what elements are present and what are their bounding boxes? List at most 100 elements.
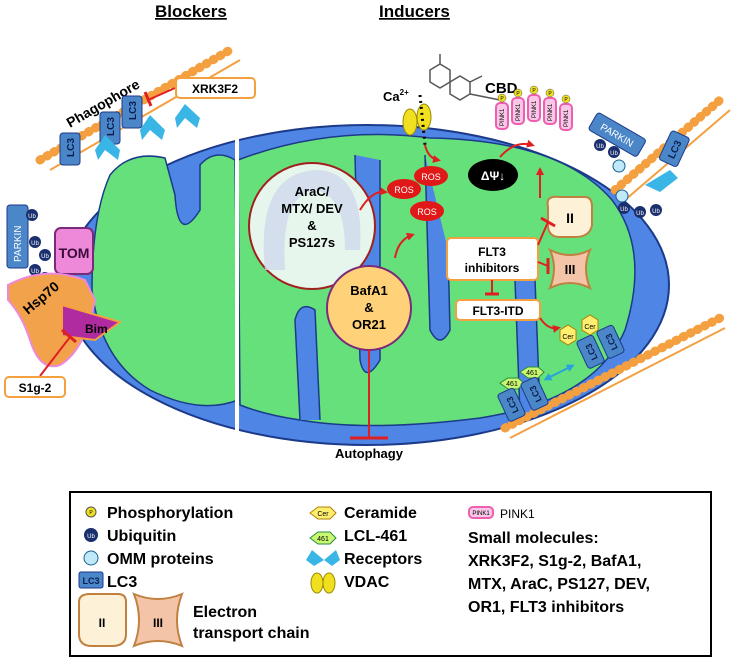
flt3-itd-arrow [539, 317, 561, 333]
bafa1-line3: OR21 [352, 317, 386, 332]
phagophore-right-bottom [500, 313, 726, 439]
ros-text: ROS [421, 172, 441, 182]
lc3-bottom [497, 387, 526, 422]
ros-text: ROS [394, 185, 414, 195]
ros-text: ROS [417, 207, 437, 217]
lc3-text: LC3 [66, 138, 77, 157]
membrane-potential [468, 159, 518, 191]
lc3-text: LC3 [128, 101, 139, 120]
legend-p-text: P [89, 510, 93, 516]
lc3-bottom [596, 324, 625, 359]
legend-vdac-icon [322, 572, 336, 594]
pink1-text: PINK1 [516, 103, 522, 121]
bafa1-line2: & [364, 300, 373, 315]
lc3-marker [121, 95, 143, 129]
etc-ii-label: II [566, 210, 574, 226]
arac-line4: PS127s [289, 235, 335, 250]
bim-label: Bim [85, 322, 108, 336]
legend-lcl461-icon [309, 531, 337, 545]
ub-text: Ub [41, 254, 49, 260]
receptor-right [645, 170, 678, 192]
legend-pink1: PINK1 [500, 507, 535, 521]
p-text: P [548, 91, 552, 97]
flt3-inhibitors-line2: inhibitors [465, 261, 520, 275]
etc-complex-ii [546, 195, 593, 238]
legend-etc-line2: transport chain [193, 625, 309, 642]
flt3-inhibition-lines [485, 216, 556, 296]
ub-text: Ub [596, 144, 604, 150]
lcl461-text: 461 [506, 381, 518, 388]
ub-text: Ub [31, 269, 39, 275]
phagophore-lc3-group: LC3 LC3 LC3 [59, 95, 143, 166]
lc3-text: LC3 [106, 117, 117, 136]
ca-to-ros-arrow [424, 144, 441, 163]
legend-etc-iii-icon [132, 592, 184, 648]
lc3-bottom [576, 334, 605, 369]
cbd-label: CBD [485, 80, 518, 97]
inducers-header: Inducers [379, 2, 450, 21]
legend-iii-text: III [153, 616, 163, 630]
parkin-left-text: PARKIN [13, 226, 24, 263]
p-text: P [516, 91, 520, 97]
arac-line1: AraC/ [295, 184, 330, 199]
ros-ellipse [410, 201, 444, 221]
lc3-bottom [520, 376, 549, 411]
cristae-left [91, 154, 239, 407]
ros-group: ROS ROS ROS [387, 166, 448, 221]
ub-text: Ub [620, 207, 628, 213]
cbd-structure-icon [429, 54, 501, 101]
flt3-inhibitors-line1: FLT3 [478, 245, 506, 259]
psi-to-pink1-arrow [499, 139, 535, 158]
ub-text: Ub [28, 214, 36, 220]
ub-text: Ub [636, 211, 644, 217]
xrk3f2-inhibition [143, 87, 176, 107]
ubiquitin-chain-right: Ub Ub Ub Ub Ub [594, 139, 662, 218]
legend-small-line1: XRK3F2, S1g-2, BafA1, [468, 553, 641, 570]
legend-pink1-icon-text: PINK1 [472, 511, 490, 517]
flt3-itd-box [455, 299, 541, 321]
bafa1-to-ros-arrow [394, 232, 415, 259]
etc-complex-iii [547, 247, 593, 291]
bim-shape [61, 303, 123, 342]
pink1-text: PINK1 [532, 100, 538, 118]
legend-ub-icon [84, 528, 98, 542]
bafa1-line1: BafA1 [350, 283, 388, 298]
legend-receptor-icon [306, 550, 340, 566]
s1g2-label: S1g-2 [19, 381, 52, 395]
ub-text: Ub [610, 151, 618, 157]
ca-label: Ca2+ [383, 88, 409, 104]
omm-proteins-right [612, 159, 629, 203]
legend-phospho-icon [85, 506, 97, 518]
legend-vdac-icon [310, 572, 324, 594]
pink1-text: PINK1 [564, 109, 570, 127]
etc-iii-label: III [565, 262, 576, 277]
flt3-itd-label: FLT3-ITD [472, 304, 523, 318]
legend-receptors: Receptors [344, 551, 422, 568]
ub-text: Ub [652, 209, 660, 215]
cer-text: Cer [584, 324, 596, 331]
arac-mito-fold [263, 170, 361, 270]
receptors-top [95, 104, 200, 160]
blockers-header: Blockers [155, 2, 227, 21]
legend-461-text: 461 [317, 536, 329, 543]
arac-line3: & [307, 218, 316, 233]
ros-ellipse [387, 179, 421, 199]
receptor-shape [175, 104, 200, 128]
receptor-shape [95, 135, 120, 160]
arac-line2: MTX/ DEV [281, 201, 343, 216]
legend-pink1-icon [468, 506, 494, 519]
pink1-group: PINK1 P PINK1 P PINK1 P PINK1 P PINK1 P [495, 85, 573, 131]
pink1-text: PINK1 [548, 103, 554, 121]
lcl461-double-arrow [543, 364, 575, 381]
legend-small-line3: OR1, FLT3 inhibitors [468, 599, 624, 616]
psi-label: ΔΨ↓ [481, 169, 505, 183]
tom-label: TOM [59, 245, 90, 261]
lcl461-text: 461 [526, 370, 538, 377]
vdac-top [402, 103, 432, 136]
autophagy-label: Autophagy [335, 446, 404, 461]
legend-small-line2: MTX, AraC, PS127, DEV, [468, 576, 650, 593]
legend-etc-line1: Electron [193, 604, 257, 621]
receptor-shape [140, 115, 165, 140]
legend-ub-text: Ub [87, 534, 95, 540]
